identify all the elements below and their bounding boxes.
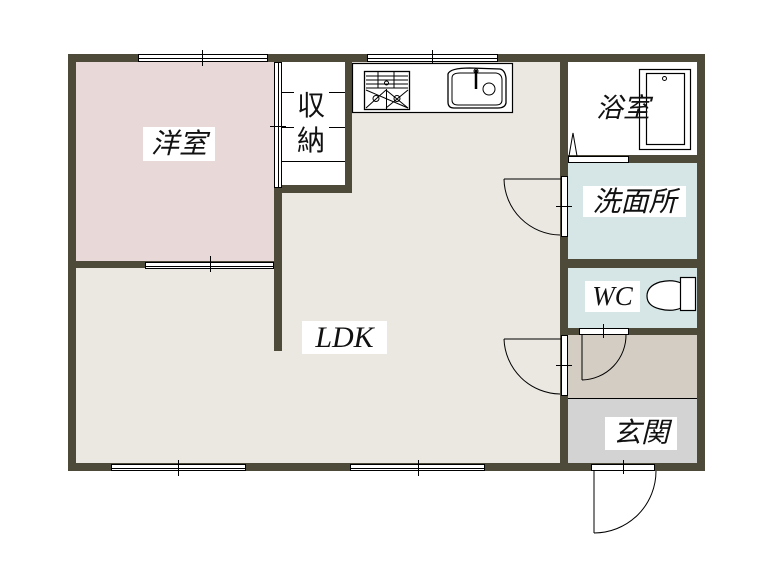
room-bathroom — [568, 62, 697, 163]
room-closet — [282, 62, 345, 185]
label-ldk: LDK — [302, 321, 387, 354]
bathroom-door[interactable] — [568, 156, 629, 163]
room-ldk-lower — [76, 268, 282, 463]
door-tick — [603, 324, 604, 338]
wall-western-right — [274, 62, 282, 351]
label-bathroom: 浴室 — [596, 93, 650, 124]
room-western — [76, 62, 274, 262]
label-toilet: WC — [585, 281, 640, 312]
label-washroom: 洗面所 — [583, 186, 686, 217]
closet-shelf-line — [282, 127, 294, 128]
closet-shelf-line — [329, 92, 345, 93]
kitchen-sink-icon — [447, 67, 507, 109]
toilet-door-swing-icon — [581, 333, 627, 381]
gas-stove-icon — [363, 70, 411, 111]
door-tick — [556, 365, 572, 366]
folding-door-icon — [568, 132, 578, 157]
label-closet-line2: 納 — [296, 124, 325, 157]
wall-bath-bottom — [560, 155, 705, 163]
toilet-icon — [646, 276, 697, 312]
window-tick — [418, 460, 419, 476]
window-tick — [178, 460, 179, 476]
hallway-entrance-divider — [568, 398, 697, 399]
door-tick — [556, 206, 572, 207]
washroom-door-swing-icon — [503, 178, 561, 236]
wall-washroom-bottom — [560, 259, 705, 268]
label-western-room: 洋室 — [143, 127, 215, 161]
window-ldk-bottom-right — [350, 464, 485, 471]
wall-closet-right — [345, 62, 352, 193]
door-tick — [623, 460, 624, 474]
closet-shelf-line — [282, 161, 345, 162]
bathtub-icon — [638, 68, 692, 151]
label-entrance: 玄関 — [605, 417, 677, 450]
closet-sliding-door[interactable] — [274, 62, 282, 188]
window-western-top — [138, 54, 268, 62]
window-tick — [432, 50, 433, 66]
window-tick — [210, 256, 211, 272]
entrance-door-swing-icon — [593, 470, 657, 534]
wall-toilet-bottom — [560, 328, 705, 335]
room-hallway — [568, 335, 697, 398]
closet-shelf-line — [329, 127, 345, 128]
wall-closet-bottom — [274, 185, 352, 193]
label-closet-line1: 収 — [296, 89, 325, 122]
window-western-bottom — [145, 262, 274, 269]
hallway-door-swing-icon — [503, 338, 561, 395]
closet-shelf-line — [282, 92, 294, 93]
window-tick — [202, 50, 203, 66]
toilet-door[interactable] — [579, 328, 629, 335]
closet-door-tick — [270, 126, 286, 127]
